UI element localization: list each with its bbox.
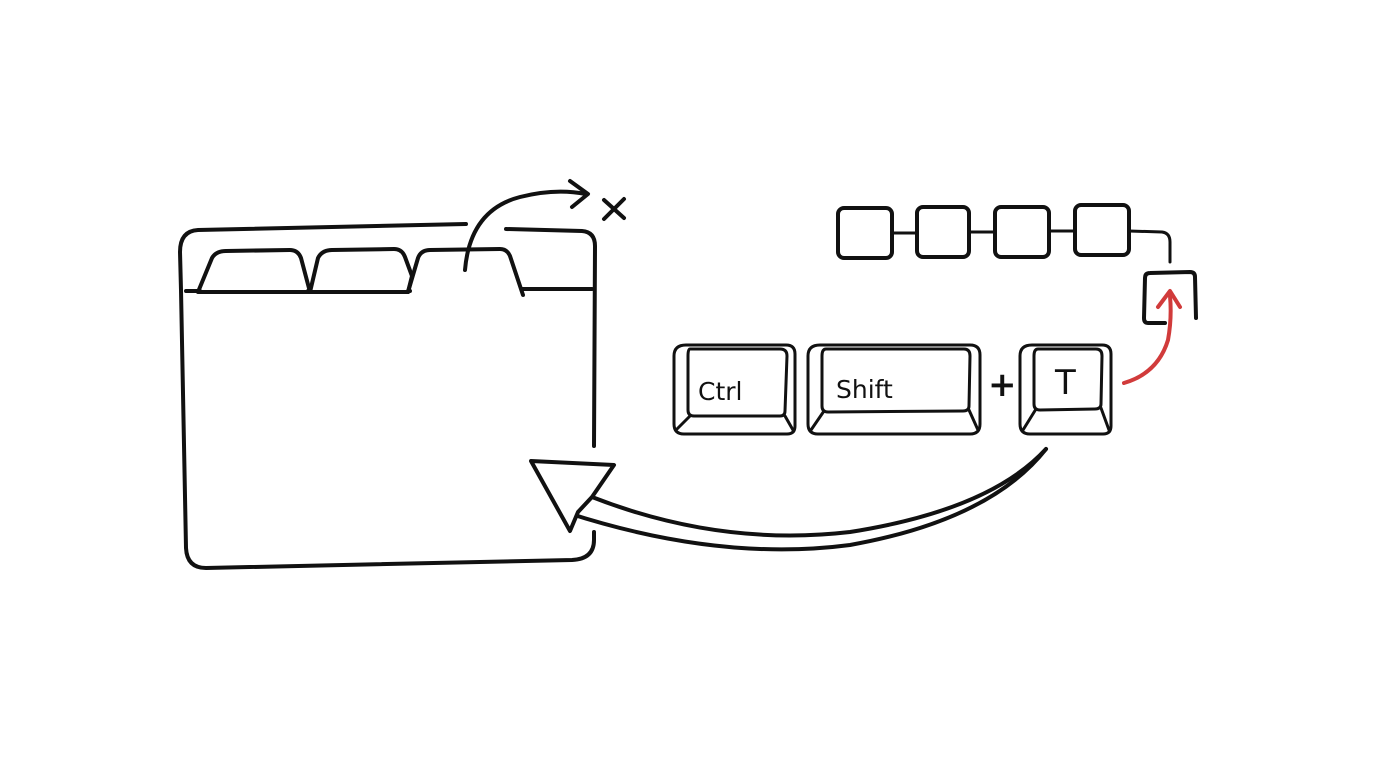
history-slot <box>915 205 971 259</box>
history-slot <box>836 206 894 260</box>
reopen-arrow-inner <box>590 447 1048 538</box>
history-slot <box>1073 203 1131 257</box>
reopen-arrow-head <box>529 459 616 533</box>
close-tab-arrow <box>463 189 588 272</box>
browser-frame <box>178 222 596 570</box>
t-key-label: T <box>1054 363 1076 403</box>
restore-arrow <box>1122 289 1182 385</box>
browser-frame-right <box>504 227 597 448</box>
tab-history-icon <box>836 203 1198 325</box>
shift-key-label: Shift <box>836 375 893 404</box>
close-icon <box>602 197 626 221</box>
close-tab-arrow-head <box>568 179 590 209</box>
ctrl-key: Ctrl <box>672 343 797 436</box>
restore-arrow-head <box>1156 289 1182 309</box>
plus-sign: + <box>988 365 1017 405</box>
tab-1 <box>196 248 312 294</box>
reopen-arrow-outer <box>566 447 1048 552</box>
reopen-arrow <box>529 447 1048 552</box>
history-slot <box>993 205 1051 259</box>
restore-arrow-shaft <box>1122 294 1173 385</box>
tab-2 <box>308 247 414 294</box>
shift-key: Shift <box>806 343 982 436</box>
history-slot-recent <box>1142 270 1198 325</box>
tab-3 <box>406 247 525 297</box>
ctrl-key-label: Ctrl <box>698 377 742 406</box>
t-key: T <box>1018 343 1113 436</box>
history-link <box>1127 229 1172 264</box>
browser-window-icon <box>178 179 626 570</box>
